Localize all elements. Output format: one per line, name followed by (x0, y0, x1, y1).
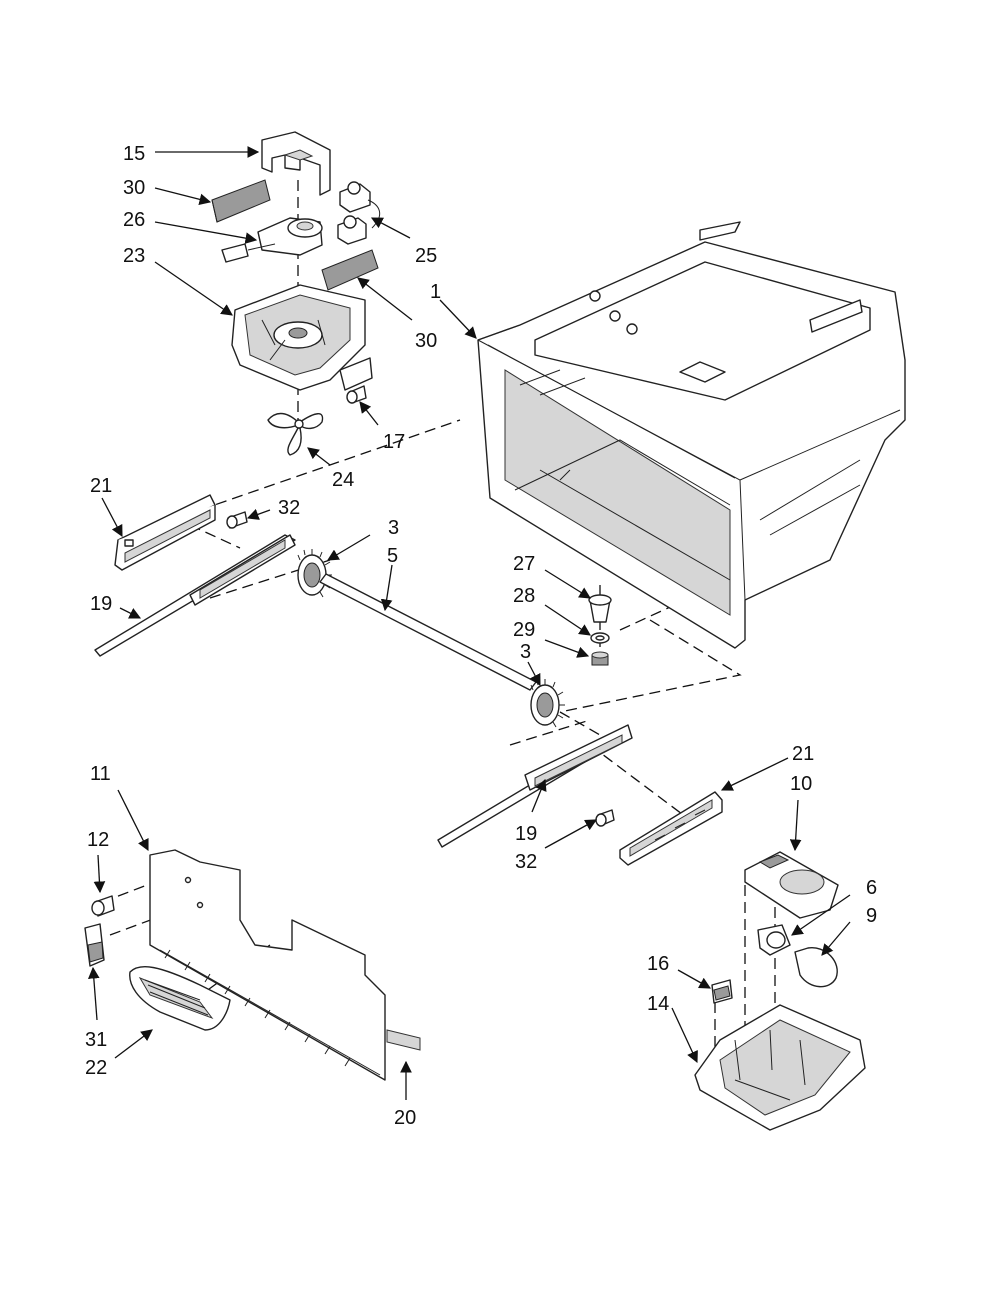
callout-21-upper: 21 (90, 475, 112, 497)
callout-5: 5 (387, 545, 398, 567)
callout-1: 1 (430, 281, 441, 303)
callout-9: 9 (866, 905, 877, 927)
part-19-slide-rail-lower (437, 724, 633, 848)
part-1-freezer-liner (477, 221, 906, 649)
callout-6: 6 (866, 877, 877, 899)
part-16-switch (711, 979, 733, 1004)
callout-20: 20 (394, 1107, 416, 1129)
callout-3-lower: 3 (520, 641, 531, 663)
part-11-rear-panel (149, 849, 386, 1081)
callout-labels: 15 30 26 23 25 30 1 17 24 21 32 3 5 19 2… (85, 143, 877, 1129)
callout-16: 16 (647, 953, 669, 975)
callout-19-lower: 19 (515, 823, 537, 845)
callout-30-upper: 30 (123, 177, 145, 199)
callout-32-lower: 32 (515, 851, 537, 873)
callout-17: 17 (383, 431, 405, 453)
part-3-gear-upper (297, 549, 332, 598)
callout-31: 31 (85, 1029, 107, 1051)
callout-14: 14 (647, 993, 669, 1015)
part-21-slide-bracket-upper (114, 494, 216, 571)
part-5-shaft (319, 573, 537, 691)
part-30-foam-pad-upper (211, 179, 271, 223)
callout-27: 27 (513, 553, 535, 575)
part-17-screw (346, 385, 367, 404)
callout-26: 26 (123, 209, 145, 231)
callout-29: 29 (513, 619, 535, 641)
part-21-slide-bracket-lower (619, 791, 723, 866)
leader-lines (87, 146, 851, 1100)
part-32-screw-upper (226, 511, 248, 529)
part-10-lamp-cover (744, 851, 839, 919)
callout-32-upper: 32 (278, 497, 300, 519)
callout-28: 28 (513, 585, 535, 607)
part-25-sensor (337, 181, 381, 245)
callout-3-upper: 3 (388, 517, 399, 539)
callout-19-upper: 19 (90, 593, 112, 615)
part-29-spacer (591, 651, 609, 666)
part-3-gear-lower (530, 679, 565, 728)
part-12-screw (91, 895, 115, 917)
wire-connector (221, 243, 276, 263)
part-32-screw-lower (595, 809, 615, 827)
callout-11: 11 (90, 763, 111, 785)
part-6-lamp-socket (757, 924, 791, 956)
callout-23: 23 (123, 245, 145, 267)
part-28-washer (590, 632, 610, 644)
callout-12: 12 (87, 829, 109, 851)
callout-21-lower: 21 (792, 743, 814, 765)
callout-24: 24 (332, 469, 354, 491)
part-14-lamp-housing (694, 1004, 866, 1131)
callout-30-lower: 30 (415, 330, 437, 352)
part-23-fan-housing (231, 284, 373, 391)
part-30-foam-pad-lower (321, 249, 379, 291)
part-31-clip (84, 923, 105, 967)
part-20-foam-strip (386, 1029, 421, 1051)
part-9-bulb (794, 947, 838, 988)
callout-22: 22 (85, 1057, 107, 1079)
callout-10: 10 (790, 773, 812, 795)
callout-25: 25 (415, 245, 437, 267)
part-22-grille (129, 966, 231, 1031)
part-15-bracket (261, 131, 331, 196)
part-19-slide-rail-upper (94, 534, 296, 657)
part-24-fan-blade (267, 412, 324, 456)
part-26-fan-motor (257, 217, 323, 256)
part-27-bushing (588, 594, 612, 623)
callout-15: 15 (123, 143, 145, 165)
